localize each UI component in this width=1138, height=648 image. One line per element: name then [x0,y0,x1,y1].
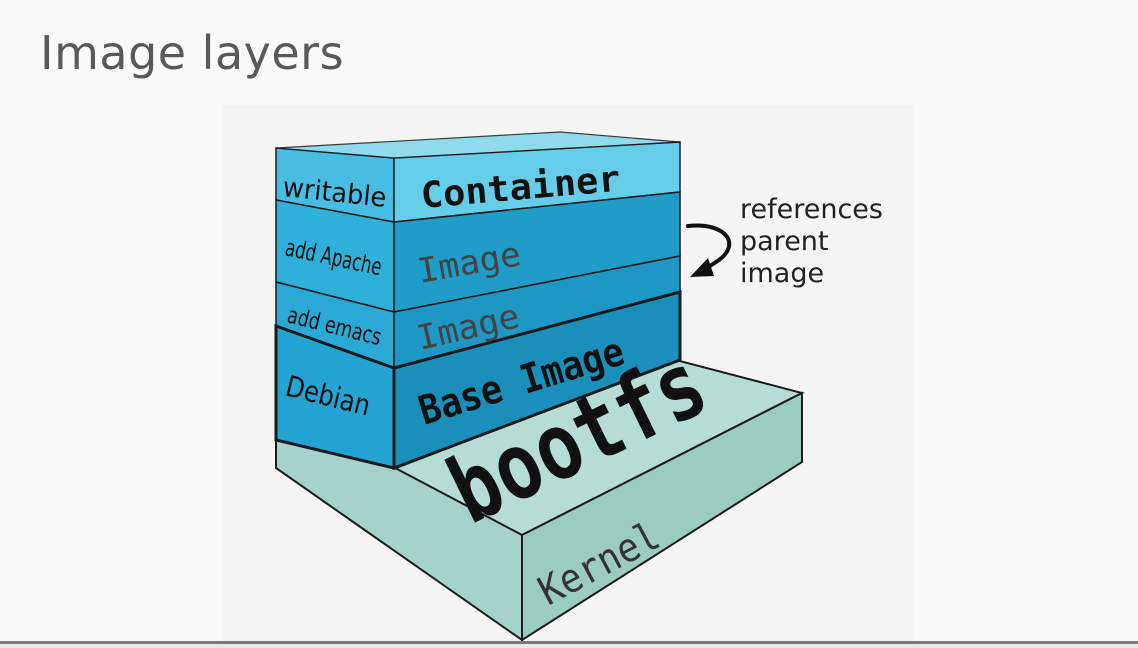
container-lid [275,131,681,159]
slide-title: Image layers [40,26,345,80]
annotation-image: image [740,258,824,289]
annotation-references: references [740,194,883,225]
references-arrow [686,223,731,272]
slide-bottom-strip [0,644,1138,648]
references-arrow-head [690,258,714,277]
slide-bottom-rule [0,641,1138,644]
annotation-parent: parent [740,226,829,257]
kernel-right-face [521,391,803,642]
stack-front-base-image [392,290,682,471]
